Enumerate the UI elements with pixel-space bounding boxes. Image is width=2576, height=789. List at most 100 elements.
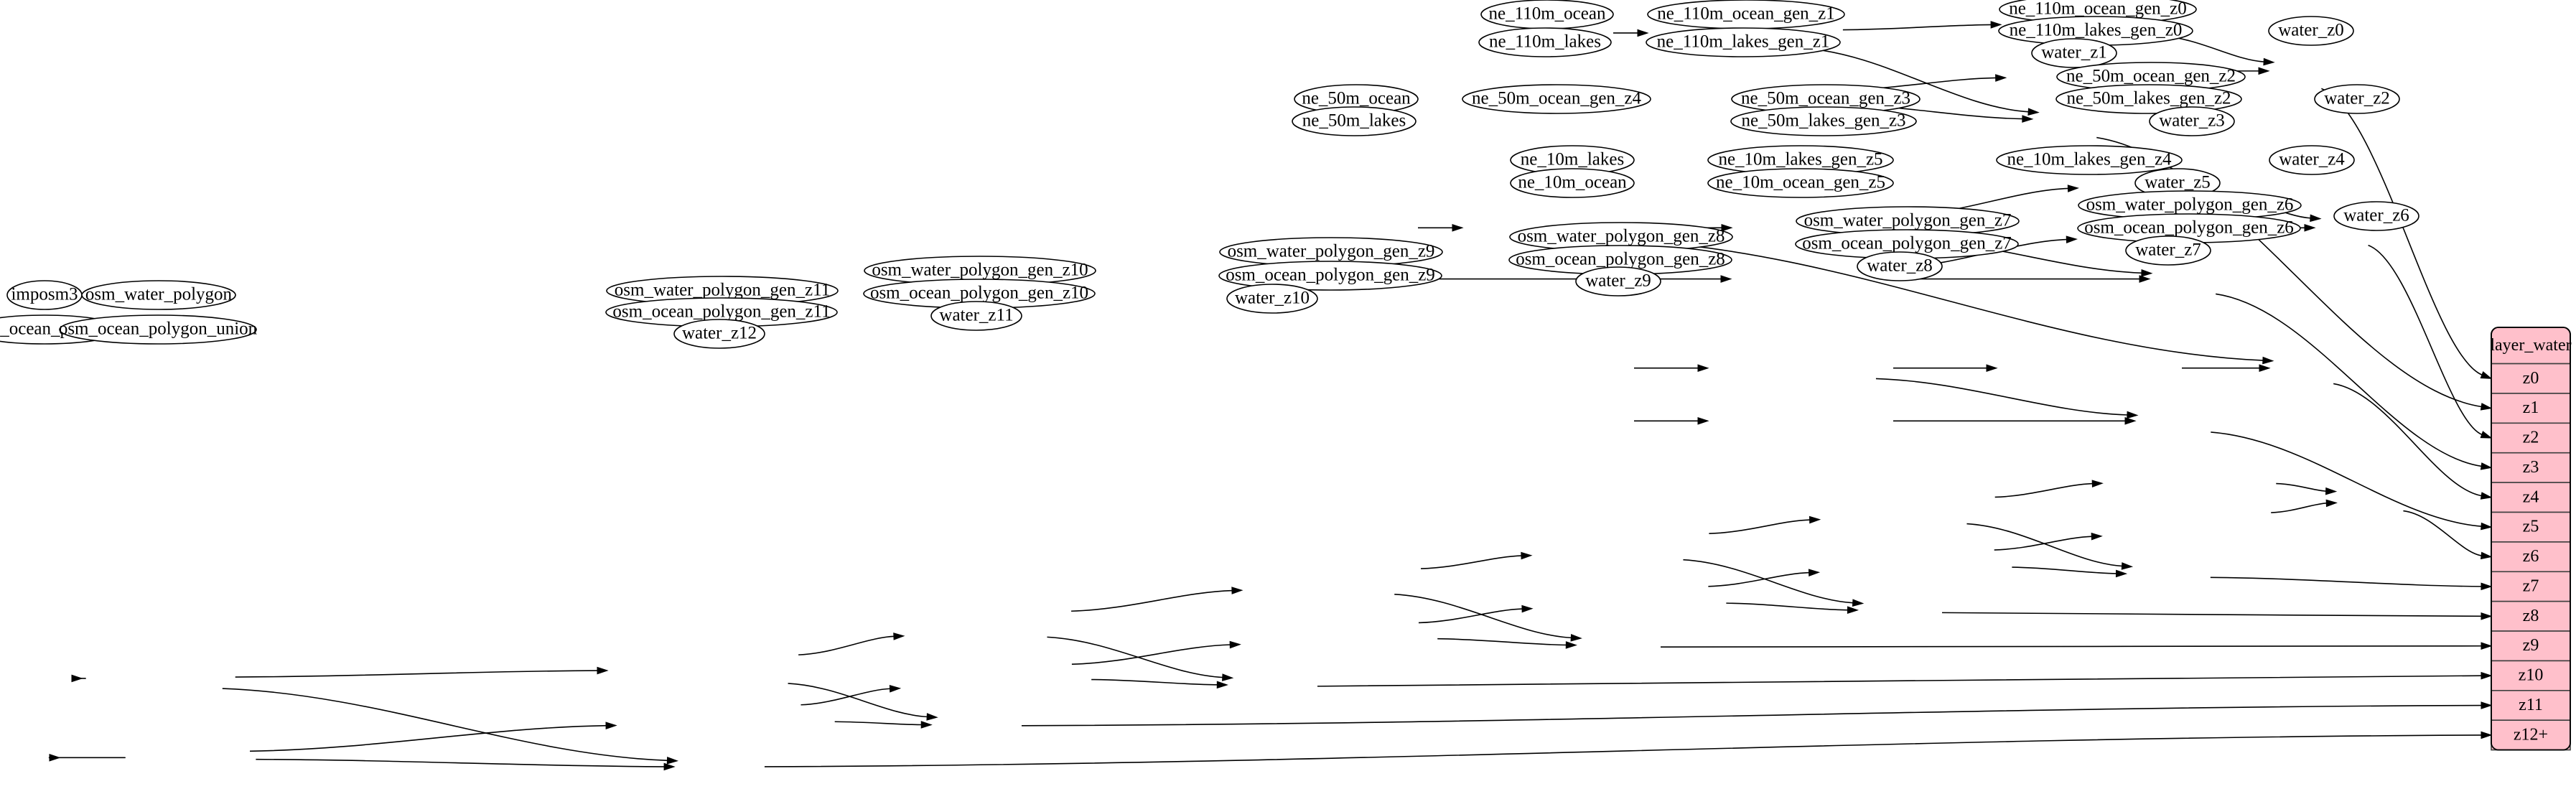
node-label: osm_ocean_polygon_gen_z7 xyxy=(1802,234,2012,253)
node-osm_ocean_polygon_gen_z10[interactable]: osm_ocean_polygon_gen_z10 xyxy=(863,279,1096,309)
node-ellipse xyxy=(1730,106,1917,136)
node-water_z1[interactable]: water_z1 xyxy=(2031,38,2117,68)
node-label: osm_water_polygon xyxy=(85,285,233,304)
node-label: ne_10m_lakes_gen_z4 xyxy=(2007,150,2172,169)
node-osm_ocean_polygon_gen_z9[interactable]: osm_ocean_polygon_gen_z9 xyxy=(1218,261,1442,291)
node-ne_110m_lakes_gen_z0[interactable]: ne_110m_lakes_gen_z0 xyxy=(1998,16,2193,46)
node-label: water_z4 xyxy=(2279,150,2345,169)
node-ne_10m_lakes_gen_z4[interactable]: ne_10m_lakes_gen_z4 xyxy=(1996,145,2183,175)
node-ne_50m_ocean_gen_z3[interactable]: ne_50m_ocean_gen_z3 xyxy=(1731,84,1921,114)
node-ellipse xyxy=(1462,84,1651,114)
node-osm_ocean_polygon_gen_z7[interactable]: osm_ocean_polygon_gen_z7 xyxy=(1795,229,2019,259)
edge-osm_water_polygon_gen_z8-to-water_z8 xyxy=(1683,559,1854,604)
edge-arrowhead xyxy=(1521,604,1534,613)
layer-row-z0[interactable] xyxy=(2491,363,2571,394)
layer-row-label-z4: z4 xyxy=(2523,487,2539,506)
edges-layer xyxy=(48,21,2493,771)
node-ne_110m_ocean_gen_z1[interactable]: ne_110m_ocean_gen_z1 xyxy=(1647,0,1845,29)
edge-ne_110m_ocean_gen_z1-to-water_z1 xyxy=(1801,47,2030,113)
node-water_z2[interactable]: water_z2 xyxy=(2314,84,2400,114)
node-water_z3[interactable]: water_z3 xyxy=(2149,106,2235,136)
edge-arrowhead xyxy=(2258,67,2270,75)
edge-arrowhead xyxy=(663,762,676,771)
node-ellipse xyxy=(1575,266,1661,297)
node-ne_50m_lakes_gen_z3[interactable]: ne_50m_lakes_gen_z3 xyxy=(1730,106,1917,136)
node-osm_ocean_polygon_gen_z8[interactable]: osm_ocean_polygon_gen_z8 xyxy=(1508,245,1732,275)
node-label: osm_ocean_polygon_gen_z9 xyxy=(1226,266,1435,285)
node-ellipse xyxy=(2269,145,2355,175)
edge-arrowhead xyxy=(1986,364,1998,373)
layer-row-label-z10: z10 xyxy=(2519,666,2544,685)
edge-arrowhead xyxy=(1222,673,1234,681)
edge-arrowhead xyxy=(2124,416,2137,425)
edge-water_z12-to-layer_water-z12+ xyxy=(764,734,2483,767)
layer-row-z2[interactable] xyxy=(2491,422,2571,454)
node-water_z12[interactable]: water_z12 xyxy=(673,319,765,349)
edge-arrowhead xyxy=(920,721,933,729)
node-label: osm_water_polygon_gen_z7 xyxy=(1804,211,2012,230)
node-label: ne_110m_lakes xyxy=(1489,32,1601,52)
edge-arrowhead xyxy=(2066,235,2078,243)
layer-row-z1[interactable] xyxy=(2491,393,2571,424)
edge-arrowhead xyxy=(49,754,61,762)
layer-row-z7[interactable] xyxy=(2491,571,2571,602)
edge-arrowhead xyxy=(2067,185,2080,192)
node-water_z5[interactable]: water_z5 xyxy=(2134,168,2221,198)
edge-arrowhead xyxy=(1721,223,1733,232)
node-water_z7[interactable]: water_z7 xyxy=(2125,235,2211,266)
node-imposm3[interactable]: imposm3 xyxy=(6,280,83,310)
node-ne_10m_ocean[interactable]: ne_10m_ocean xyxy=(1510,168,1635,198)
node-osm_water_polygon_gen_z6[interactable]: osm_water_polygon_gen_z6 xyxy=(2078,190,2302,220)
node-osm_ocean_polygon_gen_z6[interactable]: osm_ocean_polygon_gen_z6 xyxy=(2077,213,2301,243)
node-osm_ocean_polygon_union[interactable]: osm_ocean_polygon_union xyxy=(59,314,258,345)
node-water_z6[interactable]: water_z6 xyxy=(2333,201,2419,231)
node-ellipse xyxy=(1857,251,1943,281)
node-osm_water_polygon_gen_z7[interactable]: osm_water_polygon_gen_z7 xyxy=(1796,206,2020,236)
node-label: osm_ocean_polygon_gen_z10 xyxy=(870,284,1088,303)
node-ne_10m_lakes_gen_z5[interactable]: ne_10m_lakes_gen_z5 xyxy=(1707,145,1894,175)
node-water_z0[interactable]: water_z0 xyxy=(2268,16,2354,46)
edge-arrowhead xyxy=(666,756,679,765)
node-ne_110m_lakes_gen_z1[interactable]: ne_110m_lakes_gen_z1 xyxy=(1646,27,1841,57)
edge-arrowhead xyxy=(926,713,938,721)
node-osm_water_polygon[interactable]: osm_water_polygon xyxy=(81,280,236,310)
node-water_z9[interactable]: water_z9 xyxy=(1575,266,1661,297)
node-osm_water_polygon_gen_z11[interactable]: osm_water_polygon_gen_z11 xyxy=(606,276,839,306)
node-ne_10m_lakes[interactable]: ne_10m_lakes xyxy=(1510,145,1635,175)
edge-arrowhead xyxy=(2091,480,2104,487)
edge-osm_ocean_polygon_gen_z7-to-osm_ocean_polygon_gen_z6 xyxy=(1994,536,2093,551)
node-label: ne_50m_ocean xyxy=(1302,89,1411,108)
node-osm_water_polygon_gen_z9[interactable]: osm_water_polygon_gen_z9 xyxy=(1219,237,1443,267)
node-ne_50m_ocean[interactable]: ne_50m_ocean xyxy=(1294,84,1419,114)
node-ne_110m_lakes[interactable]: ne_110m_lakes xyxy=(1478,27,1612,57)
node-ne_50m_lakes_gen_z2[interactable]: ne_50m_lakes_gen_z2 xyxy=(2055,84,2242,114)
node-water_z11[interactable]: water_z11 xyxy=(930,301,1022,331)
node-osm_water_polygon_gen_z10[interactable]: osm_water_polygon_gen_z10 xyxy=(864,256,1096,286)
node-water_z8[interactable]: water_z8 xyxy=(1857,251,1943,281)
edge-arrowhead xyxy=(2480,431,2493,439)
node-label: ne_110m_lakes_gen_z0 xyxy=(2010,21,2183,40)
node-ne_110m_ocean[interactable]: ne_110m_ocean xyxy=(1480,0,1614,29)
edge-arrowhead xyxy=(1808,569,1821,576)
node-ne_50m_ocean_gen_z2[interactable]: ne_50m_ocean_gen_z2 xyxy=(2056,62,2246,92)
edge-arrowhead xyxy=(2480,403,2493,411)
layer-row-z11[interactable] xyxy=(2491,690,2571,722)
edge-arrowhead xyxy=(1216,681,1228,689)
node-ne_50m_ocean_gen_z4[interactable]: ne_50m_ocean_gen_z4 xyxy=(1462,84,1651,114)
layer-row-z5[interactable] xyxy=(2491,511,2571,543)
node-ne_10m_ocean_gen_z5[interactable]: ne_10m_ocean_gen_z5 xyxy=(1707,168,1894,198)
node-water_z10[interactable]: water_z10 xyxy=(1226,284,1318,314)
node-osm_ocean_polygon_gen_z11[interactable]: osm_ocean_polygon_gen_z11 xyxy=(605,297,838,327)
edge-ne_50m_ocean_gen_z4-to-water_z4 xyxy=(1624,240,2264,361)
node-ellipse xyxy=(1478,27,1612,57)
node-label: ne_50m_lakes_gen_z2 xyxy=(2066,89,2231,108)
node-water_z4[interactable]: water_z4 xyxy=(2269,145,2355,175)
layer-row-z9[interactable] xyxy=(2491,630,2571,662)
node-label: water_z12 xyxy=(682,324,757,343)
node-ellipse xyxy=(673,319,765,349)
node-ne_50m_lakes[interactable]: ne_50m_lakes xyxy=(1292,106,1417,136)
layer-row-label-z7: z7 xyxy=(2523,576,2539,595)
edge-arrowhead xyxy=(2325,499,2338,508)
edge-arrowhead xyxy=(1565,641,1577,649)
